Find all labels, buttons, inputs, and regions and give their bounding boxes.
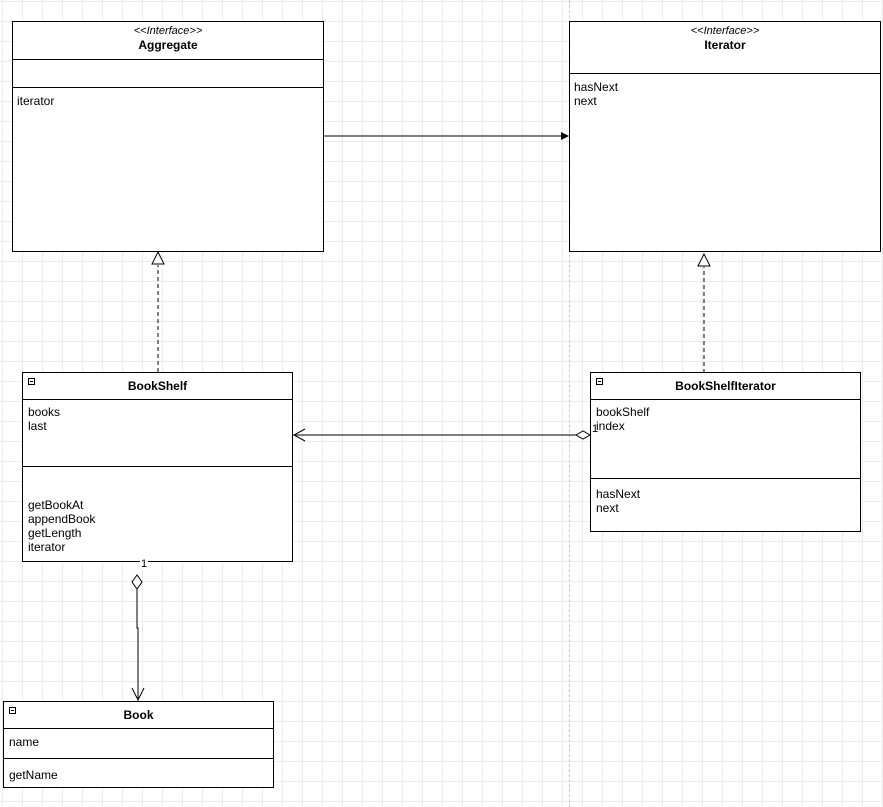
book-separator-1 [4,728,273,729]
multiplicity-bookshelf-book: 1 [140,558,149,570]
open-arrowhead-bookshelf [292,428,306,442]
aggregation-diamond-iterator [574,430,592,440]
aggregate-class[interactable]: <<Interface>> Aggregate iterator [12,21,324,252]
book-separator-2 [4,758,273,759]
book-class[interactable]: Book name getName [3,701,274,788]
iterator-class[interactable]: <<Interface>> Iterator hasNext next [569,21,881,252]
bookshelfiterator-header: BookShelfIterator [591,373,860,399]
method-item: iterator [17,94,55,108]
aggregate-separator-2 [13,87,323,88]
bookshelfiterator-class[interactable]: BookShelfIterator bookShelf index hasNex… [590,372,861,532]
iterator-stereotype: <<Interface>> [690,25,760,37]
bookshelfiterator-fields: bookShelf index [596,405,856,433]
bookshelfiterator-methods: hasNext next [596,487,856,515]
bookshelfiterator-separator-2 [591,478,860,479]
field-item: books [28,405,61,419]
collapse-toggle-icon[interactable] [9,707,16,714]
method-item: getName [9,768,58,782]
swimlane-divider [569,0,570,807]
bookshelfiterator-separator-1 [591,399,860,400]
open-arrowhead-book [131,687,145,702]
aggregate-name: Aggregate [138,38,198,52]
method-item: getBookAt [28,498,84,512]
book-header: Book [4,702,273,728]
method-item: next [596,501,619,515]
bookshelf-fields: books last [28,405,288,433]
bookshelf-name: BookShelf [127,379,188,393]
iterator-methods: hasNext next [574,80,876,108]
association-arrowhead [561,132,569,140]
iterator-separator [570,73,880,74]
book-fields: name [9,735,269,749]
iterator-header: <<Interface>> Iterator [570,22,880,53]
method-item: hasNext [596,487,641,501]
realization-triangle-iterator [697,252,711,267]
bookshelfiterator-name: BookShelfIterator [675,379,776,393]
method-item: next [574,94,597,108]
field-item: index [596,419,625,433]
bookshelf-book-aggregation [136,589,139,698]
bookshelf-methods: getBookAt appendBook getLength iterator [28,498,288,554]
book-methods: getName [9,768,269,782]
bookshelf-separator-2 [23,466,292,467]
realization-triangle-aggregate [151,250,165,265]
method-item: hasNext [574,80,619,94]
field-item: bookShelf [596,405,650,419]
collapse-toggle-icon[interactable] [28,378,35,385]
bookshelf-class[interactable]: BookShelf books last getBookAt appendBoo… [22,372,293,562]
book-name: Book [123,708,154,722]
method-item: getLength [28,526,82,540]
iterator-name: Iterator [704,38,746,52]
aggregation-diamond-bookshelf [131,574,143,590]
method-item: iterator [28,540,66,554]
method-item: appendBook [28,512,96,526]
aggregate-methods: iterator [17,94,319,108]
bookshelf-header: BookShelf [23,373,292,399]
aggregate-separator-1 [13,59,323,60]
field-item: name [9,735,40,749]
bookshelf-separator-1 [23,399,292,400]
multiplicity-iterator-bookshelf: 1 [592,423,599,435]
aggregate-stereotype: <<Interface>> [133,25,203,37]
field-item: last [28,419,47,433]
aggregate-header: <<Interface>> Aggregate [13,22,323,53]
collapse-toggle-icon[interactable] [596,378,603,385]
